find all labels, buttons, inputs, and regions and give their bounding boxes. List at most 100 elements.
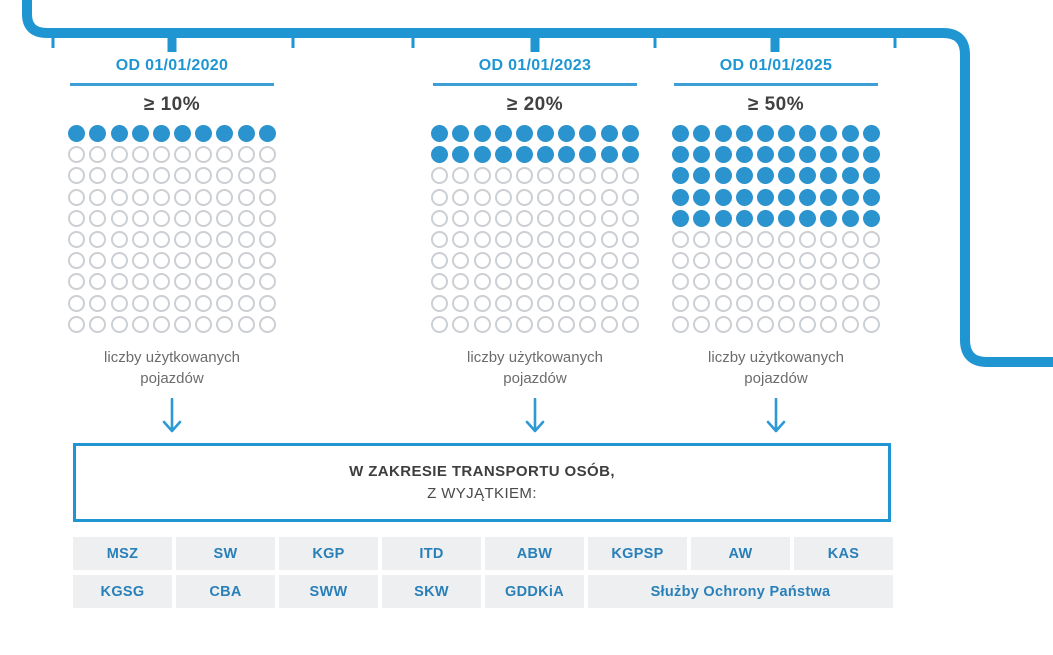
pictogram-dot xyxy=(473,146,491,164)
pictogram-dot xyxy=(473,294,491,312)
pictogram-dot xyxy=(579,252,597,270)
pictogram-dot xyxy=(558,315,576,333)
pictogram-dot xyxy=(216,294,234,312)
pictogram-dot xyxy=(110,209,128,227)
pictogram-dot xyxy=(558,209,576,227)
pictogram-dot xyxy=(494,315,512,333)
pictogram-dot xyxy=(600,125,618,143)
pictogram-dot xyxy=(799,315,817,333)
pictogram-dot xyxy=(452,125,470,143)
pictogram-dot xyxy=(152,231,170,249)
pictogram-dot xyxy=(68,252,86,270)
pictogram-dot xyxy=(714,252,732,270)
pictogram-dot xyxy=(537,125,555,143)
pictogram-dot xyxy=(579,294,597,312)
pictogram-dot xyxy=(174,315,192,333)
pictogram-dot xyxy=(89,294,107,312)
pictogram-dot xyxy=(537,146,555,164)
pictogram-dot xyxy=(515,209,533,227)
pictogram-dot xyxy=(778,167,796,185)
pictogram-dot xyxy=(799,125,817,143)
pictogram-dot xyxy=(216,188,234,206)
pictogram-dot xyxy=(799,231,817,249)
pictogram-dot xyxy=(558,294,576,312)
pictogram-dot xyxy=(237,294,255,312)
pictogram-dot xyxy=(778,209,796,227)
pictogram-dot xyxy=(494,273,512,291)
exception-cell: KGPSP xyxy=(588,537,687,570)
pictogram-dot xyxy=(756,315,774,333)
pictogram-dot xyxy=(494,252,512,270)
pictogram-dot xyxy=(600,167,618,185)
pictogram-dot xyxy=(452,252,470,270)
pictogram-dot xyxy=(473,252,491,270)
pictogram-dot xyxy=(600,188,618,206)
pictogram-dot xyxy=(693,231,711,249)
exception-cell: KGSG xyxy=(73,575,172,608)
exception-cell: SKW xyxy=(382,575,481,608)
pictogram-dot xyxy=(778,231,796,249)
pictogram-dot xyxy=(820,125,838,143)
pictogram-dot xyxy=(537,167,555,185)
column-date-heading: OD 01/01/2020 xyxy=(115,57,229,74)
pictogram-dot xyxy=(600,294,618,312)
pictogram-dot xyxy=(195,188,213,206)
pictogram-dot xyxy=(452,209,470,227)
pictogram-dot xyxy=(621,125,639,143)
pictogram-dot xyxy=(714,146,732,164)
pictogram-dot xyxy=(714,167,732,185)
pictogram-dot xyxy=(735,167,753,185)
pictogram-dot xyxy=(735,146,753,164)
pictogram-dot xyxy=(735,252,753,270)
pictogram-dot xyxy=(452,231,470,249)
pictogram-dot xyxy=(735,188,753,206)
pictogram-dot xyxy=(841,146,859,164)
pictogram-dot xyxy=(431,294,449,312)
pictogram-dot xyxy=(195,167,213,185)
pictogram-dot xyxy=(174,125,192,143)
pictogram-dot xyxy=(452,294,470,312)
exception-cell: GDDKiA xyxy=(485,575,584,608)
pictogram-dot xyxy=(558,231,576,249)
column-caption: liczby użytkowanych pojazdów xyxy=(467,348,603,387)
pictogram-dot xyxy=(714,188,732,206)
pictogram-dot xyxy=(672,146,690,164)
pictogram-dot xyxy=(799,252,817,270)
pictogram-dot xyxy=(693,252,711,270)
pictogram-dot xyxy=(473,315,491,333)
pictogram-dot xyxy=(693,209,711,227)
pictogram-dot xyxy=(862,273,880,291)
pictogram-dot xyxy=(110,125,128,143)
pictogram-dot xyxy=(778,125,796,143)
pictogram-dot xyxy=(473,125,491,143)
pictogram-dot xyxy=(756,294,774,312)
pictogram-dot xyxy=(473,231,491,249)
pictogram-dot xyxy=(756,125,774,143)
pictogram-dot xyxy=(89,167,107,185)
pictogram-dot xyxy=(820,209,838,227)
pictogram-dot xyxy=(515,167,533,185)
pictogram-dot xyxy=(258,209,276,227)
down-arrow-icon xyxy=(766,397,786,433)
pictogram-dot xyxy=(216,315,234,333)
pictogram-dot xyxy=(841,167,859,185)
pictogram-dot xyxy=(600,252,618,270)
pictogram-dot xyxy=(110,294,128,312)
pictogram-dot xyxy=(693,294,711,312)
column-caption: liczby użytkowanych pojazdów xyxy=(104,348,240,387)
pictogram-dot xyxy=(799,167,817,185)
pictogram-dot xyxy=(600,315,618,333)
pictogram-dot xyxy=(152,273,170,291)
pictogram-dot xyxy=(110,146,128,164)
pictogram-dot xyxy=(714,315,732,333)
pictogram-dot xyxy=(89,231,107,249)
pictogram-dot xyxy=(473,167,491,185)
pictogram-dot xyxy=(862,125,880,143)
pictogram-dot xyxy=(672,231,690,249)
column-caption: liczby użytkowanych pojazdów xyxy=(708,348,844,387)
pictogram-dot xyxy=(841,209,859,227)
pictogram-dot xyxy=(558,146,576,164)
pictogram-dot xyxy=(68,209,86,227)
pictogram-dot xyxy=(735,209,753,227)
pictogram-dot xyxy=(174,294,192,312)
